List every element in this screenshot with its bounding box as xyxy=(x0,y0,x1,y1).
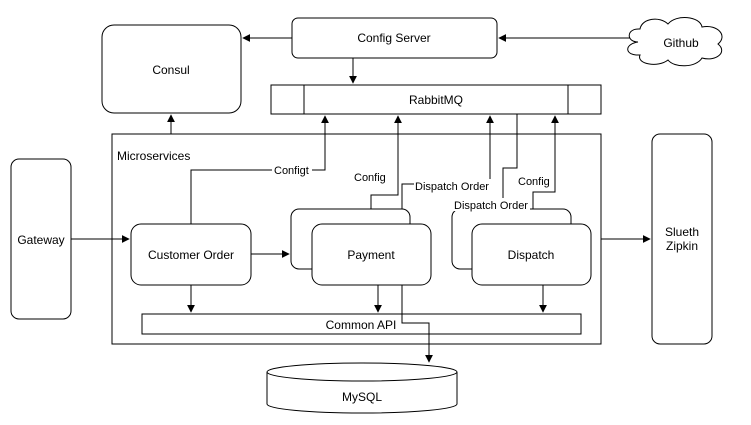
payment-label: Payment xyxy=(347,248,395,262)
dispatch-node: Dispatch xyxy=(471,223,592,286)
customer-order-label: Customer Order xyxy=(148,248,234,262)
dispatch-label: Dispatch xyxy=(508,248,555,262)
edge-label-configt: Configt xyxy=(274,165,309,177)
customer-order-config-line xyxy=(190,115,329,224)
gateway-label: Gateway xyxy=(17,233,64,247)
dispatch-config-line xyxy=(532,115,559,209)
gateway-node: Gateway xyxy=(10,158,72,320)
mysql-label: MySQL xyxy=(342,390,382,404)
rabbitmq-node: RabbitMQ xyxy=(270,84,602,115)
consul-label: Consul xyxy=(152,63,189,77)
edge-label-dispatch-order-dispatch: Dispatch Order xyxy=(454,200,528,212)
common-api-label: Common API xyxy=(326,318,397,332)
payment-node: Payment xyxy=(311,223,432,286)
edge-label-config-dispatch: Config xyxy=(518,176,550,188)
customer-order-node: Customer Order xyxy=(130,223,252,286)
config-server-node: Config Server xyxy=(291,17,498,59)
rabbitmq-to-dispatch-line xyxy=(499,114,518,208)
mysql-node: MySQL xyxy=(266,362,458,414)
config-server-label: Config Server xyxy=(357,31,430,45)
common-api-node: Common API xyxy=(141,313,582,335)
github-label: Github xyxy=(663,36,699,50)
edge-label-config-payment: Config xyxy=(354,172,386,184)
payment-config-line xyxy=(370,115,402,209)
payment-to-mysql-line xyxy=(401,285,433,363)
zipkin-label: Zipkin xyxy=(666,239,698,253)
sleuth-zipkin-node: Slueth Zipkin xyxy=(651,133,713,345)
github-cloud: Github xyxy=(627,17,723,67)
sleuth-label: Slueth xyxy=(665,225,699,239)
edge-label-dispatch-order-payment: Dispatch Order xyxy=(415,181,489,193)
consul-node: Consul xyxy=(101,24,242,114)
rabbitmq-label: RabbitMQ xyxy=(409,93,463,107)
microservices-label: Microservices xyxy=(117,149,190,163)
